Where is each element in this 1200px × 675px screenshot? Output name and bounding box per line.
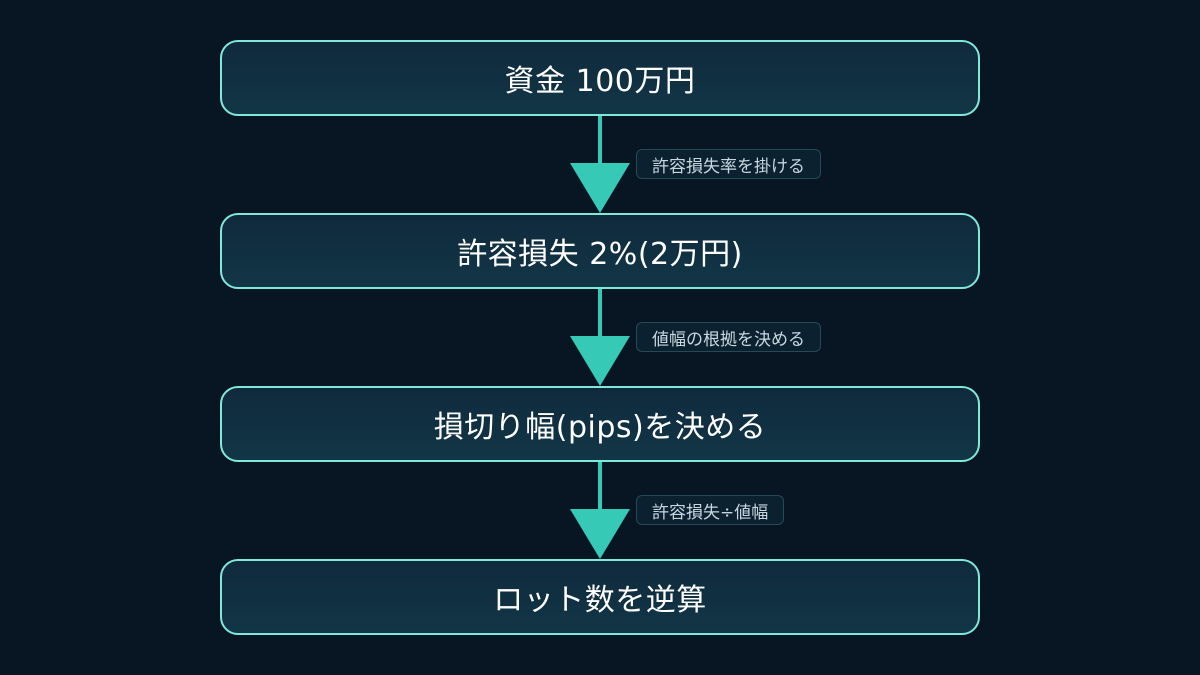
flow-node-capital-label: 資金 100万円	[504, 64, 696, 99]
flow-arrow-1	[570, 116, 630, 213]
flow-node-allowable-loss-label: 許容損失 2%(2万円)	[457, 237, 743, 272]
flow-arrow-2	[570, 289, 630, 386]
flow-node-stop-loss-width: 損切り幅(pips)を決める	[220, 386, 980, 462]
flow-node-stop-loss-width-label: 損切り幅(pips)を決める	[433, 410, 767, 445]
flow-edge-label-1: 許容損失率を掛ける	[636, 149, 821, 179]
flow-node-allowable-loss: 許容損失 2%(2万円)	[220, 213, 980, 289]
flow-node-lot-size: ロット数を逆算	[220, 559, 980, 635]
flow-edge-label-3: 許容損失÷値幅	[636, 495, 785, 525]
flow-edge-label-1-text: 許容損失率を掛ける	[652, 156, 805, 177]
flow-edge-label-2-text: 値幅の根拠を決める	[652, 329, 805, 350]
flow-arrow-3	[570, 462, 630, 559]
flow-node-lot-size-label: ロット数を逆算	[493, 583, 707, 618]
flow-edge-label-2: 値幅の根拠を決める	[636, 322, 821, 352]
flow-node-capital: 資金 100万円	[220, 40, 980, 116]
flow-edge-label-3-text: 許容損失÷値幅	[652, 502, 769, 523]
